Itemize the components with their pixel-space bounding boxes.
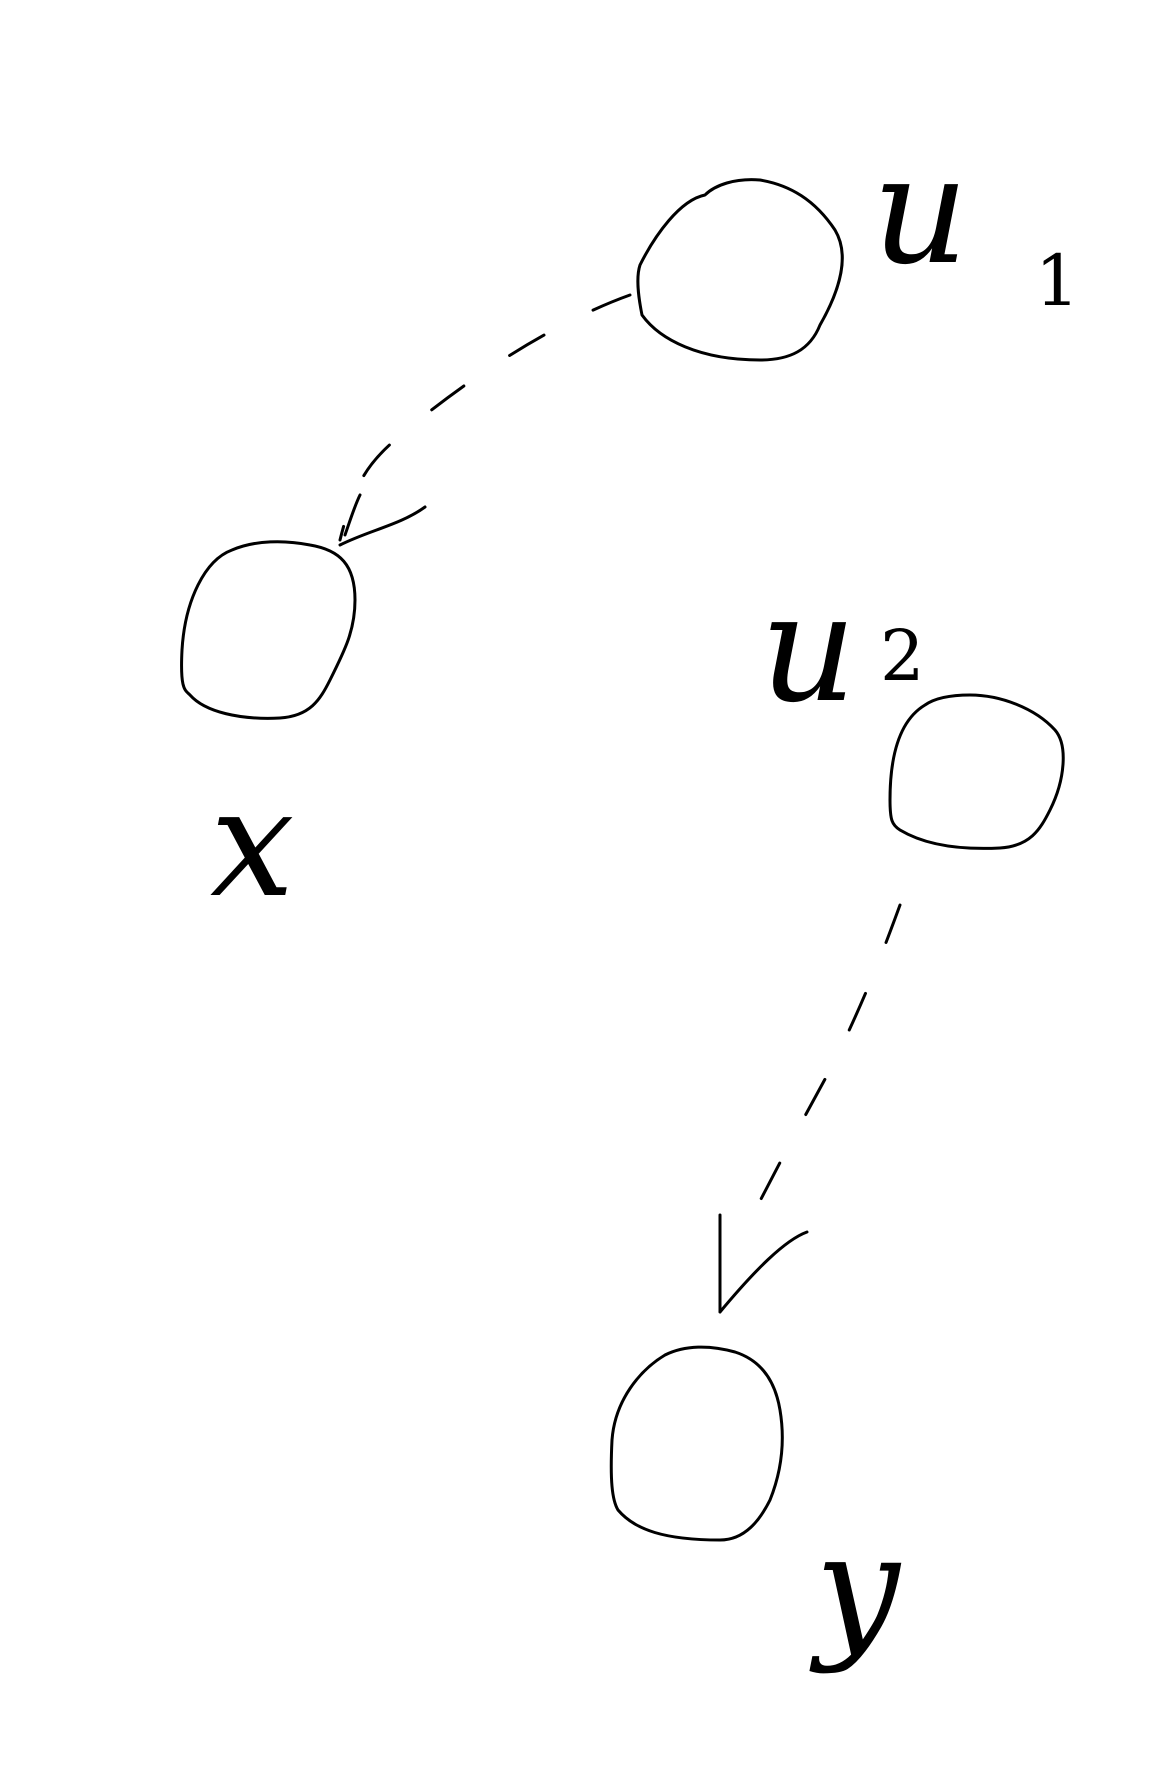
label-u1-letter: u: [872, 124, 969, 298]
node-u1[interactable]: [636, 178, 844, 362]
label-u2: u 2: [760, 562, 925, 736]
edge-u2-y[interactable]: [718, 903, 902, 1314]
node-u1-circle: [636, 178, 844, 362]
node-y-circle: [609, 1345, 784, 1542]
node-x-circle: [180, 540, 357, 720]
label-y-letter: y: [809, 1502, 902, 1676]
label-u2-letter: u: [760, 562, 857, 736]
edge-u2-y-line: [746, 903, 902, 1227]
node-x[interactable]: [180, 540, 357, 720]
node-y[interactable]: [609, 1345, 784, 1542]
label-u1-subscript: 1: [1035, 240, 1080, 322]
edge-u1-x-arrowhead: [338, 493, 427, 547]
node-u2-circle: [888, 693, 1065, 850]
edge-u1-x-line: [338, 293, 632, 542]
label-x: x: [210, 757, 295, 931]
label-u2-subscript: 2: [880, 615, 925, 697]
label-x-letter: x: [210, 757, 295, 931]
node-u2[interactable]: [888, 693, 1065, 850]
edge-u1-x[interactable]: [338, 293, 632, 547]
label-y: y: [809, 1502, 902, 1676]
label-u1: u 1: [872, 124, 1080, 322]
edge-u2-y-arrowhead: [718, 1213, 809, 1314]
